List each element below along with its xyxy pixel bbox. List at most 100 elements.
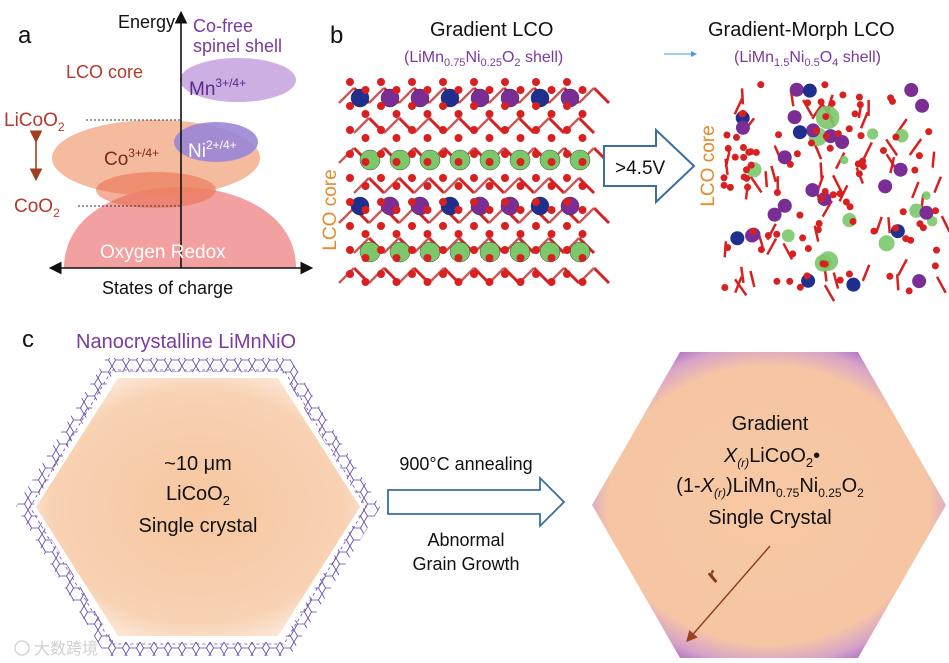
oxygen-atom xyxy=(563,126,571,134)
bond xyxy=(398,87,415,104)
oxygen-atom xyxy=(563,246,571,254)
oxygen-atom xyxy=(361,278,370,286)
atom xyxy=(867,128,879,140)
oxygen-atom xyxy=(828,99,836,107)
oxygen-atom xyxy=(563,222,571,230)
oxygen-atom xyxy=(346,102,354,110)
bond xyxy=(782,242,794,261)
bond xyxy=(933,176,942,194)
oxygen-atom xyxy=(346,222,354,230)
oxygen-atom xyxy=(724,244,732,252)
oxygen-atom xyxy=(470,198,478,206)
oxygen-atom xyxy=(757,246,765,254)
oxygen-atom xyxy=(720,181,728,189)
oxygen-atom xyxy=(532,270,540,278)
left-structure-title: Gradient LCO xyxy=(430,19,553,41)
oxygen-atom xyxy=(392,86,401,94)
oxygen-atom xyxy=(423,158,432,166)
oxygen-atom xyxy=(361,134,370,142)
oxygen-atom xyxy=(721,284,729,292)
atom xyxy=(915,98,930,113)
oxygen-atom xyxy=(361,206,370,214)
bond xyxy=(367,176,386,195)
oxygen-atom xyxy=(786,160,794,168)
panel-c: c Nanocrystalline LiMnNiO ~10 μm LiCoO2 … xyxy=(15,326,946,658)
oxygen-atom xyxy=(346,78,354,86)
bond xyxy=(885,138,899,157)
co-overlap xyxy=(96,172,216,208)
co-label: Co3+/4+ xyxy=(104,146,159,170)
voltage-label: >4.5V xyxy=(615,158,666,179)
oxygen-atom xyxy=(578,206,587,214)
bond xyxy=(770,165,778,183)
oxygen-atom xyxy=(501,102,509,110)
atom xyxy=(509,241,531,263)
oxygen-atom xyxy=(744,183,752,191)
atom xyxy=(878,179,893,194)
voltage-arrow xyxy=(603,127,696,205)
licoo2-label: LiCoO2 xyxy=(4,110,65,134)
oxygen-atom xyxy=(793,150,801,158)
oxygen-atom xyxy=(439,78,447,86)
oxygen-atom xyxy=(516,206,525,214)
atom xyxy=(840,155,849,165)
bond xyxy=(740,266,745,283)
bond xyxy=(734,276,743,294)
oxygen-atom xyxy=(516,278,525,286)
oxygen-atom xyxy=(731,153,739,161)
bond xyxy=(518,207,535,224)
atom xyxy=(912,274,927,289)
annealing-label: 900°C annealing xyxy=(399,454,532,474)
bond xyxy=(383,117,400,134)
oxygen-atom xyxy=(485,110,494,118)
oxygen-atom xyxy=(773,277,781,285)
oxygen-atom xyxy=(485,206,494,214)
bond xyxy=(766,237,778,256)
bond xyxy=(911,181,920,199)
oxygen-atom xyxy=(821,81,829,89)
oxygen-atom xyxy=(846,203,854,211)
oxygen-atom xyxy=(439,102,447,110)
atom xyxy=(389,149,411,171)
bond xyxy=(368,207,385,224)
oxygen-atom xyxy=(563,102,571,110)
oxygen-atom xyxy=(547,182,556,190)
bond xyxy=(413,177,430,194)
gradient-formula-line2: (1-X(r))LiMn0.75Ni0.25O2 xyxy=(676,475,864,500)
oxygen-atom xyxy=(836,190,844,198)
oxygen-atom xyxy=(439,174,447,182)
oxygen-atom xyxy=(454,134,463,142)
oxygen-atom xyxy=(377,222,385,230)
oxygen-redox-label: Oxygen Redox xyxy=(100,242,226,263)
bond xyxy=(733,97,744,115)
oxygen-atom xyxy=(905,287,913,295)
oxygen-atom xyxy=(423,230,432,238)
bond xyxy=(749,175,763,194)
atom xyxy=(410,88,430,108)
oxygen-atom xyxy=(532,150,540,158)
oxygen-atom xyxy=(423,278,432,286)
watermark-logo-icon xyxy=(14,640,30,656)
bond xyxy=(457,176,476,195)
bond xyxy=(908,138,923,156)
oxygen-atom xyxy=(470,78,478,86)
oxygen-atom xyxy=(739,143,747,151)
oxygen-atom xyxy=(845,270,853,278)
oxygen-atom xyxy=(439,246,447,254)
oxygen-atom xyxy=(470,246,478,254)
oxygen-atom xyxy=(547,134,556,142)
oxygen-atom xyxy=(439,126,447,134)
bond xyxy=(577,176,596,195)
oxygen-atom xyxy=(501,222,509,230)
atom xyxy=(735,120,750,135)
oxygen-atom xyxy=(796,283,804,291)
bond xyxy=(458,207,475,224)
bond xyxy=(823,284,836,302)
bond xyxy=(724,158,729,175)
oxygen-atom xyxy=(377,174,385,182)
oxygen-atom xyxy=(775,131,783,139)
bond xyxy=(503,177,520,194)
bond xyxy=(488,87,505,104)
atom xyxy=(777,150,792,165)
nanocrystalline-shell xyxy=(15,358,381,656)
